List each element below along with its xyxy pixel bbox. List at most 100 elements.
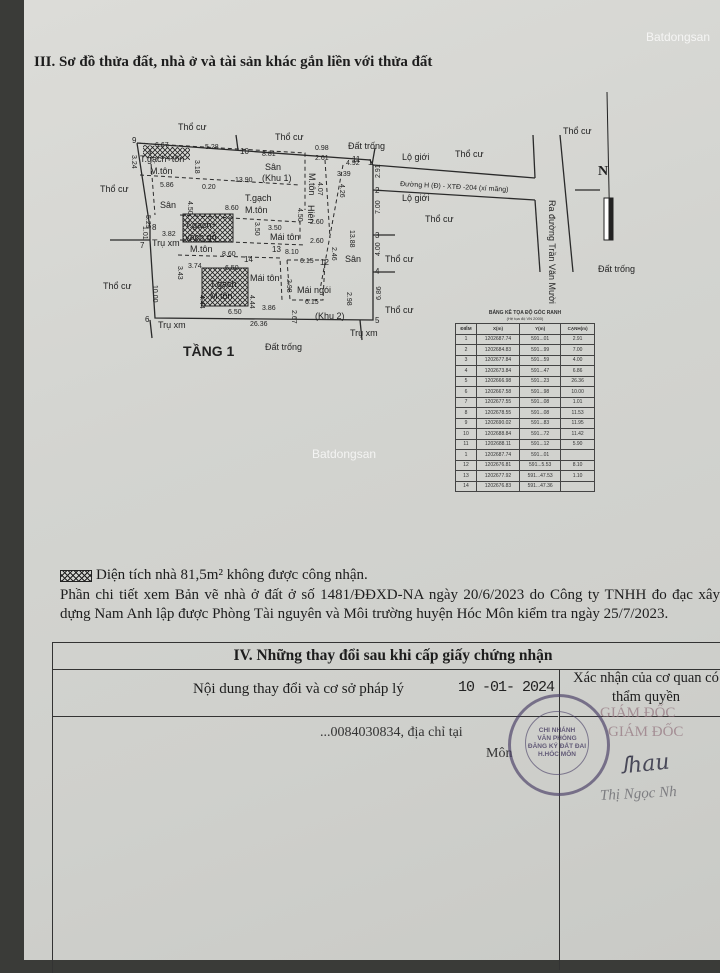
changes-column-header: Nội dung thay đổi và cơ sở pháp lý [193, 681, 404, 697]
coord-table-cell: 14 [455, 480, 477, 492]
coord-table-cell: 9 [455, 417, 477, 429]
area-label: M.tôn [190, 244, 213, 254]
coord-table-cell: 591...23 [519, 375, 562, 387]
floor-label: TẦNG 1 [183, 343, 235, 359]
dimension-label: 0.98 [315, 145, 329, 152]
dimension-label: 26.36 [250, 321, 268, 328]
dimension-label: 4.44 [198, 295, 205, 309]
coord-table-cell: 26.36 [560, 375, 595, 387]
coord-table-cell: 5 [455, 375, 477, 387]
road-edge [372, 164, 536, 179]
point-number: 6 [145, 315, 150, 324]
dimension-label: 5.29 [144, 215, 151, 229]
point-number: 9 [132, 136, 137, 145]
dimension-label: 4.92 [346, 160, 360, 167]
road-edge [372, 189, 536, 201]
coord-table-cell: 1202684.83 [475, 344, 521, 356]
confirmation-column-header: Xác nhận của cơ quan có thẩm quyền [573, 670, 719, 705]
coord-table-cell: 591...47.36 [519, 480, 562, 492]
watermark: Batdongsan [312, 447, 377, 461]
area-label: T.gạch [245, 193, 272, 203]
coord-table-cell: 591...01 [519, 449, 562, 461]
coord-table-subtitle: (Hệ tọa độ VN 2000) [506, 316, 544, 321]
dimension-label: 3.50 [268, 225, 282, 232]
dimension-label: 6.50 [228, 309, 242, 316]
coord-table-cell: 1 [455, 333, 477, 345]
stamp-text: H.HÓC MÔN [538, 751, 576, 758]
dimension-label: 4.00 [375, 242, 382, 256]
coord-table-cell: 4 [455, 365, 477, 377]
dimension-label: 6.86 [376, 286, 383, 300]
coord-table-cell: 4.00 [560, 354, 595, 366]
dimension-label: 8.81 [262, 151, 276, 158]
coord-table-header: X(m) [475, 323, 521, 335]
point-number: 3 [375, 231, 380, 240]
coord-table-cell: 591...72 [519, 428, 562, 440]
dimension-label: 0.20 [202, 184, 216, 191]
dimension-label: 8.10 [285, 249, 299, 256]
coord-table-cell: 1202666.98 [475, 375, 521, 387]
coord-table-cell: 1 [455, 449, 477, 461]
area-label: Thổ cư [425, 214, 454, 224]
coord-table-cell: 11.95 [560, 417, 595, 429]
detail-text: Phần chi tiết xem Bản vẽ nhà ở đất ở số … [60, 586, 720, 623]
coord-table-cell: 1202673.84 [475, 365, 521, 377]
watermark: Batdongsan [645, 30, 710, 44]
area-label: Đất trống [348, 141, 385, 151]
coord-table-cell: 1202688.11 [475, 438, 521, 450]
coord-table-cell: 8.10 [560, 459, 595, 471]
point-number: 5 [375, 316, 380, 325]
hatch-legend-icon [60, 569, 92, 582]
stamp-text: ĐĂNG KÝ ĐẤT ĐAI [527, 743, 587, 750]
coord-table-cell: 7.00 [560, 344, 595, 356]
coord-table-cell: 1202678.55 [475, 407, 521, 419]
dimension-label: 6.15 [305, 299, 319, 306]
dimension-label: 2.60 [310, 238, 324, 245]
point-number: 4 [375, 267, 380, 276]
area-label: Thổ cư [178, 122, 207, 132]
coord-table-cell: 591...5.53 [519, 459, 562, 471]
dimension-label: 8.60 [222, 251, 236, 258]
stamp-text: VĂN PHÒNG [537, 735, 577, 742]
dimension-label: 3.43 [176, 266, 183, 280]
coord-table-cell [560, 449, 595, 461]
coord-table-cell: 2 [455, 344, 477, 356]
point-number: 8 [152, 223, 157, 232]
dimension-label: 3.50 [253, 222, 260, 236]
coord-table-cell: 3 [455, 354, 477, 366]
area-label: Lộ giới [402, 152, 429, 162]
hatched-area [143, 145, 190, 160]
plot-boundary [136, 142, 374, 321]
coord-table-cell: 1202677.92 [475, 470, 521, 482]
coord-table-cell: 1202677.55 [475, 396, 521, 408]
area-label: Lộ giới [402, 193, 429, 203]
dimension-label: 13.90 [235, 177, 253, 184]
dimension-label: 5.28 [205, 144, 219, 151]
area-label: Mái ngói [297, 285, 331, 295]
point-number: 7 [140, 241, 145, 250]
change-date: 10 -01- 2024 [458, 679, 555, 696]
area-label: Sân [345, 254, 361, 264]
coord-table-header: Y(m) [519, 323, 562, 335]
dimension-label: 2.98 [285, 279, 292, 293]
coord-table-cell: 6 [455, 386, 477, 398]
coord-table-cell: 1.01 [560, 396, 595, 408]
dimension-label: 2.98 [345, 292, 352, 306]
role-title: GIÁM ĐỐC [600, 705, 676, 721]
coord-table-cell: 591...47.53 [519, 470, 562, 482]
signature: ꭍhau [618, 749, 671, 780]
dimension-label: 2.67 [290, 310, 297, 324]
area-label: Trụ xm [152, 238, 180, 248]
dimension-label: 3.24 [130, 155, 137, 169]
area-label: M.tôn [150, 166, 173, 176]
section-iv-table: IV. Những thay đổi sau khi cấp giấy chứn… [52, 642, 720, 973]
hatched-area [182, 213, 234, 243]
